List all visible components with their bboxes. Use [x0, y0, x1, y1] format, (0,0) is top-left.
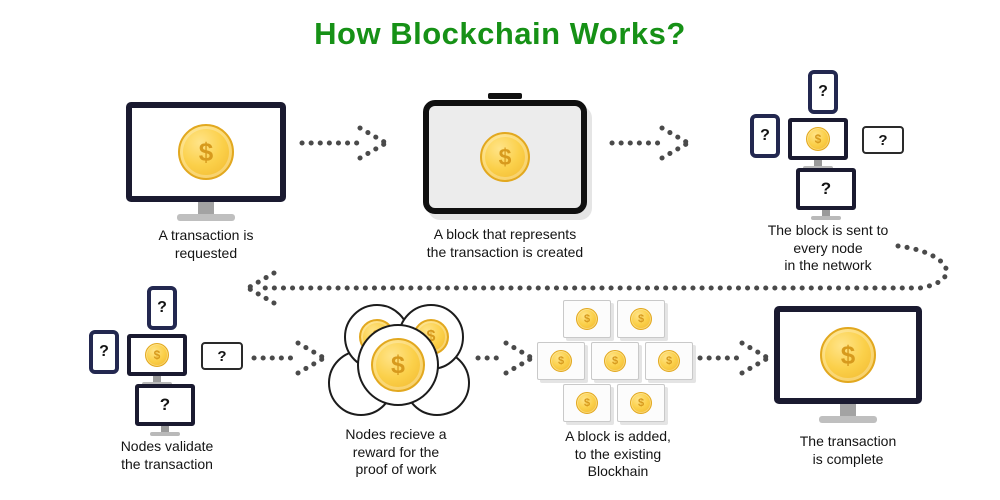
- dollar-coin-icon: $: [371, 338, 425, 392]
- flow-arrow-right-icon: [251, 340, 327, 376]
- dollar-coin-icon: $: [630, 308, 652, 330]
- smartphone-icon: ?: [808, 70, 838, 114]
- page-title: How Blockchain Works?: [314, 16, 686, 51]
- blockchain-stack: $ $ $ $ $ $ $: [535, 300, 701, 422]
- monitor-stand: [153, 376, 161, 382]
- step-nodes-receive-reward: $ $ $ Nodes recieve a reward for the pro…: [318, 300, 474, 479]
- desktop-monitor-icon: $: [127, 334, 187, 386]
- monitor-stand: [814, 160, 822, 166]
- step-caption: A block that represents the transaction …: [426, 226, 584, 260]
- monitor-screen: $: [774, 306, 922, 404]
- dollar-coin-icon: $: [576, 392, 598, 414]
- reward-circle-cluster: $ $ $: [318, 300, 474, 418]
- node-device-cluster: ? ? $ ? ?: [87, 286, 247, 436]
- monitor-base: [811, 216, 841, 220]
- dollar-coin-icon: $: [576, 308, 598, 330]
- monitor-stand: [161, 426, 169, 432]
- node-tag-icon: ?: [862, 126, 904, 154]
- smartphone-icon: ?: [147, 286, 177, 330]
- monitor-screen: ?: [796, 168, 856, 210]
- step-caption: Nodes recieve a reward for the proof of …: [345, 426, 447, 477]
- desktop-monitor-icon: ?: [796, 168, 856, 220]
- desktop-monitor-icon: $: [788, 118, 848, 170]
- monitor-base: [177, 214, 235, 221]
- step-caption: The block is sent to every node in the n…: [767, 222, 889, 273]
- dollar-coin-icon: $: [604, 350, 626, 372]
- dollar-coin-icon: $: [145, 343, 169, 367]
- dollar-coin-icon: $: [820, 327, 876, 383]
- flow-arrow-right-icon: [609, 125, 691, 161]
- monitor-screen: $: [126, 102, 286, 202]
- dollar-coin-icon: $: [658, 350, 680, 372]
- tablet-block-icon: $: [423, 100, 587, 214]
- blockchain-block-icon: $: [537, 342, 585, 380]
- blockchain-block-icon: $: [591, 342, 639, 380]
- dollar-coin-icon: $: [806, 127, 830, 151]
- monitor-screen: $: [788, 118, 848, 160]
- monitor-screen: ?: [135, 384, 195, 426]
- dollar-coin-icon: $: [550, 350, 572, 372]
- flow-arrow-right-icon: [697, 340, 771, 376]
- blockchain-block-icon: $: [563, 300, 611, 338]
- desktop-monitor-icon: $: [774, 306, 922, 423]
- step-caption: Nodes validate the transaction: [120, 438, 214, 472]
- dollar-coin-icon: $: [480, 132, 530, 182]
- desktop-monitor-icon: $: [126, 102, 286, 221]
- node-device-cluster: ? ? $ ? ?: [748, 70, 908, 220]
- flow-arrow-right-icon: [299, 125, 389, 161]
- monitor-base: [150, 432, 180, 436]
- flow-arrow-right-icon: [475, 340, 535, 376]
- step-caption: A transaction is requested: [158, 227, 254, 261]
- step-block-sent-to-nodes: ? ? $ ? ? The block is sent to every nod…: [742, 70, 914, 275]
- step-transaction-complete: $ The transaction is complete: [773, 306, 923, 468]
- step-transaction-requested: $ A transaction is requested: [118, 102, 294, 262]
- monitor-stand: [198, 202, 214, 214]
- smartphone-icon: ?: [750, 114, 780, 158]
- reward-circle-icon: $: [357, 324, 439, 406]
- blockchain-block-icon: $: [563, 384, 611, 422]
- monitor-screen: $: [127, 334, 187, 376]
- step-caption: The transaction is complete: [799, 433, 897, 467]
- monitor-stand: [840, 404, 856, 416]
- smartphone-icon: ?: [89, 330, 119, 374]
- dollar-coin-icon: $: [178, 124, 234, 180]
- step-caption: A block is added, to the existing Blockh…: [565, 428, 671, 479]
- monitor-stand: [822, 210, 830, 216]
- node-tag-icon: ?: [201, 342, 243, 370]
- dollar-coin-icon: $: [630, 392, 652, 414]
- blockchain-block-icon: $: [617, 384, 665, 422]
- monitor-base: [819, 416, 877, 423]
- desktop-monitor-icon: ?: [135, 384, 195, 436]
- blockchain-block-icon: $: [645, 342, 693, 380]
- step-nodes-validate: ? ? $ ? ? Nodes validate the transaction: [82, 286, 252, 473]
- step-block-created: $ A block that represents the transactio…: [405, 100, 605, 261]
- blockchain-block-icon: $: [617, 300, 665, 338]
- step-block-added: $ $ $ $ $ $ $ A block is added, to the e…: [535, 300, 701, 481]
